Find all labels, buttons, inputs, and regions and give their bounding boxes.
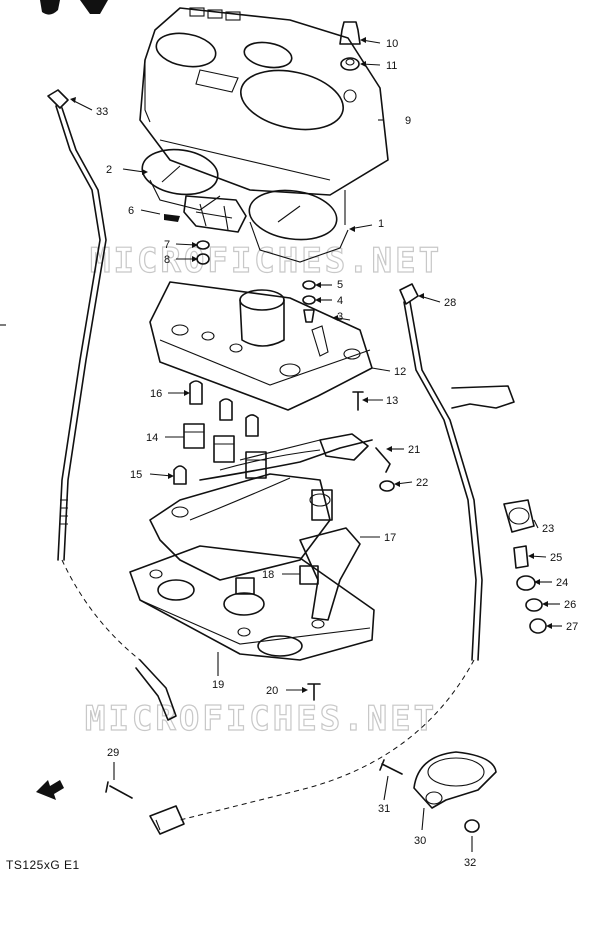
label-part-25: 25 [550, 552, 562, 564]
wiring-harness [189, 433, 391, 521]
label-part-22: 22 [416, 477, 428, 489]
group-number-fragment [40, 0, 60, 15]
label-part-19: 19 [212, 679, 224, 691]
label-part-4: 4 [337, 295, 343, 307]
speedometer-face [248, 189, 349, 263]
bracket-plate [149, 473, 361, 621]
label-part-8: 8 [164, 254, 170, 266]
tachometer-face [141, 148, 221, 211]
label-part-27: 27 [566, 621, 578, 633]
watermark-top: MICROFICHES.NET [90, 241, 442, 281]
screw-20 [307, 683, 321, 701]
label-part-14: 14 [146, 432, 158, 444]
label-part-1: 1 [378, 218, 384, 230]
label-part-12: 12 [394, 366, 406, 378]
nut-32 [464, 819, 480, 833]
bolt-31 [379, 759, 403, 775]
mechanism-assembly [164, 195, 247, 233]
lower-case [149, 281, 373, 411]
label-part-26: 26 [564, 599, 576, 611]
part-5-shape [302, 280, 316, 290]
mounting-clamp [413, 751, 497, 809]
part-4-shape [302, 295, 316, 305]
label-part-20: 20 [266, 685, 278, 697]
watermark-bottom: MICROFICHES.NET [85, 699, 437, 739]
label-part-3: 3 [337, 311, 343, 323]
bulbs [189, 380, 259, 437]
part-3-shape [303, 309, 315, 323]
label-part-18: 18 [262, 569, 274, 581]
meter-case [139, 7, 389, 196]
cable-guide [451, 385, 515, 409]
label-part-30: 30 [414, 835, 426, 847]
tachometer-cable [47, 89, 177, 721]
label-part-23: 23 [542, 523, 554, 535]
base-plate [129, 545, 375, 661]
label-part-10: 10 [386, 38, 398, 50]
label-part-11: 11 [386, 60, 397, 72]
part-labels: 1 2 3 4 5 6 7 8 9 10 11 12 13 14 15 16 1… [96, 38, 578, 869]
right-small-parts [503, 499, 547, 634]
label-part-21: 21 [408, 444, 420, 456]
model-caption: TS125xG E1 [6, 858, 80, 872]
washer-22 [379, 480, 395, 492]
screw-13 [352, 391, 364, 411]
direction-arrow [36, 780, 64, 800]
label-part-28: 28 [444, 297, 456, 309]
label-part-2: 2 [106, 164, 112, 176]
label-part-29: 29 [107, 747, 119, 759]
label-part-17: 17 [384, 532, 396, 544]
label-part-6: 6 [128, 205, 134, 217]
knob-cap [339, 21, 361, 71]
label-part-33: 33 [96, 106, 108, 118]
label-part-13: 13 [386, 395, 398, 407]
bulb-15 [173, 465, 187, 485]
label-part-24: 24 [556, 577, 568, 589]
screw-29 [105, 781, 133, 799]
label-part-15: 15 [130, 469, 142, 481]
label-part-32: 32 [464, 857, 476, 869]
label-part-7: 7 [164, 239, 170, 251]
label-part-31: 31 [378, 803, 390, 815]
label-part-5: 5 [337, 279, 343, 291]
grommet-18b [235, 577, 255, 595]
label-part-9: 9 [405, 115, 411, 127]
speedometer-cable [149, 283, 483, 835]
label-part-16: 16 [150, 388, 162, 400]
bulb-sockets [183, 423, 267, 479]
leader-lines [70, 37, 562, 852]
